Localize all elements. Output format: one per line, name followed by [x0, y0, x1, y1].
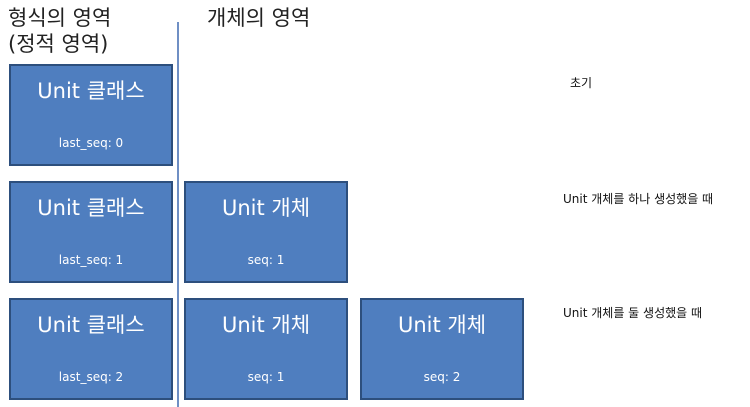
- instance-box: Unit 개체 seq: 1: [184, 181, 348, 283]
- instance-area-heading: 개체의 영역: [207, 6, 311, 30]
- instance-box-title: Unit 개체: [221, 196, 311, 220]
- class-box-field: last_seq: 2: [58, 370, 124, 384]
- row-note-two-instances: Unit 개체를 둘 생성했을 때: [563, 306, 703, 320]
- instance-box-title: Unit 개체: [221, 313, 311, 337]
- instance-box-title: Unit 개체: [397, 313, 487, 337]
- class-box-two-instances: Unit 클래스 last_seq: 2: [9, 298, 173, 400]
- static-area-heading-line2: (정적 영역): [8, 32, 109, 56]
- instance-box: Unit 개체 seq: 2: [360, 298, 524, 400]
- row-note-one-instance: Unit 개체를 하나 생성했을 때: [563, 192, 714, 206]
- instance-box-field: seq: 1: [247, 253, 285, 267]
- instance-box: Unit 개체 seq: 1: [184, 298, 348, 400]
- area-divider-line: [177, 22, 179, 407]
- static-area-heading-line1: 형식의 영역: [8, 6, 112, 30]
- static-area-heading: 형식의 영역 (정적 영역): [8, 5, 111, 57]
- instance-box-field: seq: 1: [247, 370, 285, 384]
- row-note-initial: 초기: [570, 76, 593, 90]
- class-box-field: last_seq: 0: [58, 136, 124, 150]
- class-box-title: Unit 클래스: [37, 196, 145, 220]
- class-box-field: last_seq: 1: [58, 253, 124, 267]
- class-box-title: Unit 클래스: [37, 313, 145, 337]
- class-box-title: Unit 클래스: [37, 79, 145, 103]
- class-box-initial: Unit 클래스 last_seq: 0: [9, 64, 173, 166]
- class-box-one-instance: Unit 클래스 last_seq: 1: [9, 181, 173, 283]
- instance-box-field: seq: 2: [423, 370, 461, 384]
